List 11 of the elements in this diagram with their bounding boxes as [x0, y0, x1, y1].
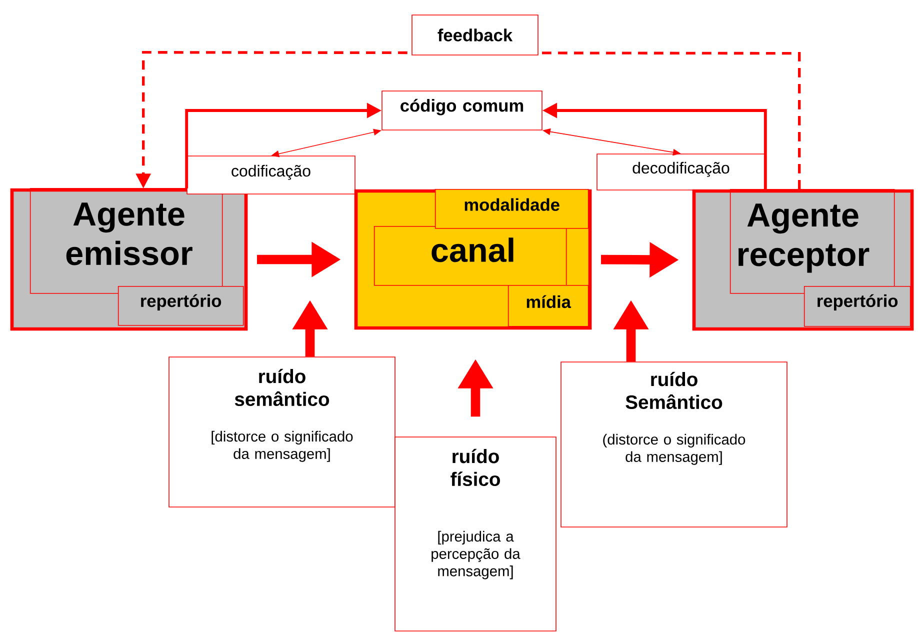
label-box: código comum [382, 90, 542, 130]
label-box: repertório [804, 286, 911, 327]
label-box: mídia [508, 284, 589, 327]
note-box: ruído físico [prejudica a percepção da mensagem] [394, 436, 556, 632]
label-box: codificação [186, 156, 356, 194]
label-box: repertório [118, 286, 244, 326]
label-box: decodificação [596, 154, 766, 190]
label-box: modalidade [434, 188, 589, 229]
edge-label: feedback [412, 14, 538, 56]
note-box: ruído Semântico (distorce o significado da mensagem] [560, 362, 788, 528]
note-box: ruído semântico [distorce o significado da mensagem] [168, 356, 396, 508]
